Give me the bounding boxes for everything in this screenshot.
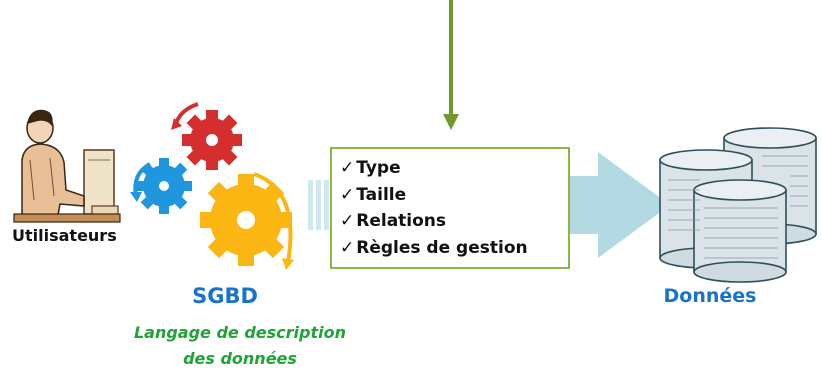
check-icon: ✓ (340, 237, 355, 258)
gears-icon (130, 102, 294, 270)
check-icon: ✓ (340, 184, 355, 205)
users-label: Utilisateurs (12, 226, 117, 245)
checklist-item: ✓Type (340, 158, 401, 178)
language-line-1: Langage de description (133, 323, 347, 342)
checklist-item: ✓Règles de gestion (340, 237, 528, 258)
check-icon: ✓ (340, 211, 355, 231)
person-at-computer-icon (13, 109, 121, 223)
data-label: Données (663, 285, 757, 307)
dbms-label: SGBD (192, 284, 258, 308)
checklist-item: ✓Taille (340, 184, 407, 205)
database-cylinders-icon (659, 127, 817, 283)
language-line-2: des données (183, 349, 297, 368)
language-caption: Langage de description des données (110, 320, 370, 372)
check-icon: ✓ (340, 158, 355, 178)
checklist-item: ✓Relations (340, 211, 447, 231)
down-arrow (443, 0, 459, 130)
checklist-box: ✓Type ✓Taille ✓Relations ✓Règles de gest… (330, 147, 570, 269)
